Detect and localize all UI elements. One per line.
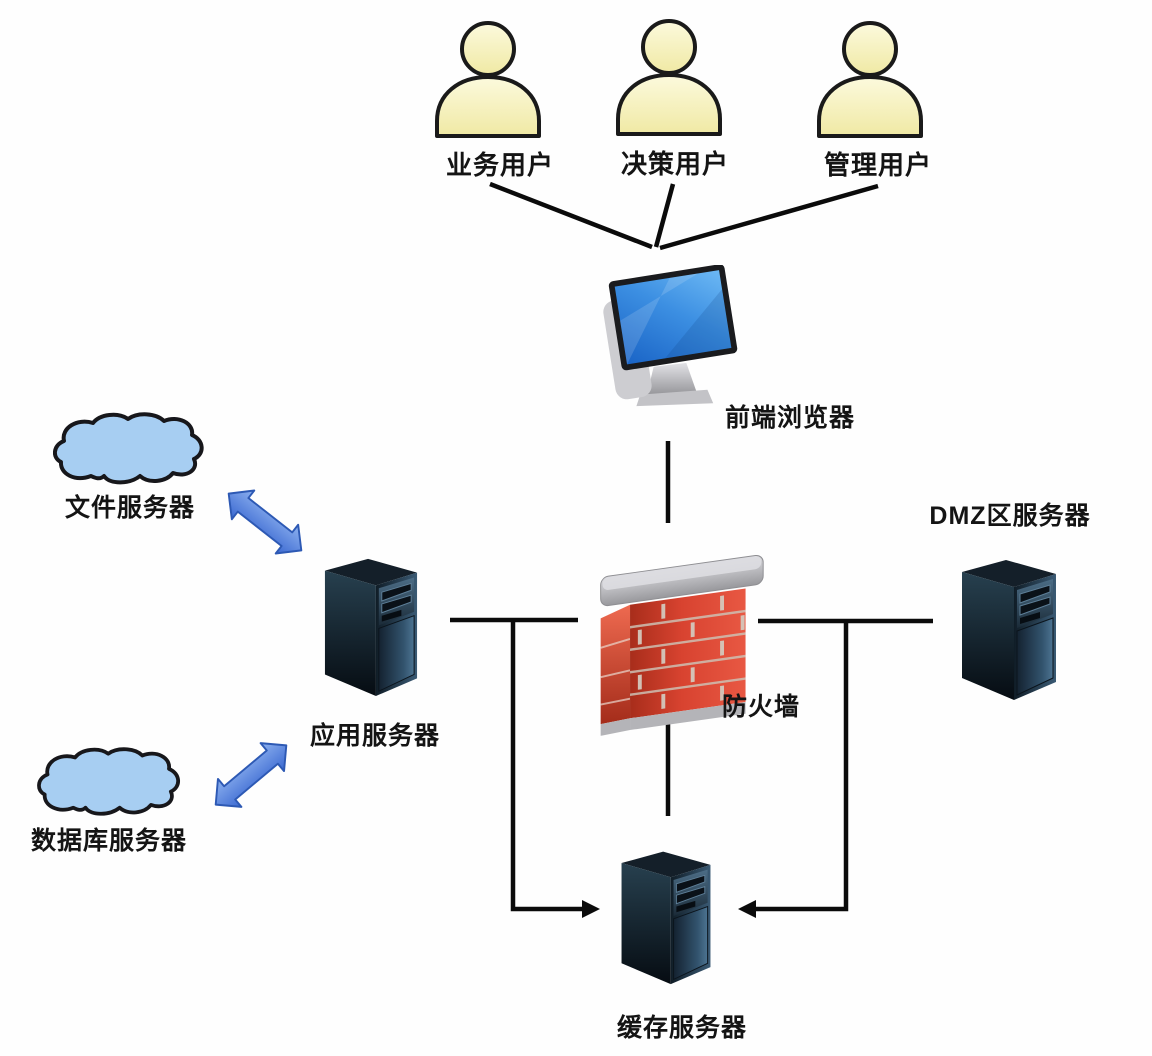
arrowhead-right-into-cache	[738, 900, 756, 918]
edge-appserver-cache	[510, 620, 584, 912]
business-user-icon	[432, 20, 544, 138]
dmz-server-icon	[956, 553, 1062, 703]
browser-label: 前端浏览器	[724, 404, 856, 432]
edge-decision-user-browser	[653, 183, 676, 248]
file-server-label: 文件服务器	[64, 494, 196, 522]
db-server-cloud-icon	[35, 747, 191, 821]
admin-user-icon	[814, 20, 926, 138]
cache-server-label: 缓存服务器	[616, 1014, 748, 1042]
app-server-icon	[318, 553, 424, 698]
db-server-label: 数据库服务器	[30, 827, 188, 855]
edge-dmz-cache	[754, 621, 849, 912]
edge-business-user-browser	[489, 181, 653, 250]
decision-user-icon	[613, 18, 725, 136]
arrowhead-left-into-cache	[582, 900, 600, 918]
edge-admin-user-browser	[659, 183, 879, 251]
decision-user-label: 决策用户	[620, 149, 730, 179]
dmz-server-label: DMZ区服务器	[929, 502, 1091, 530]
browser-monitor-icon	[598, 263, 742, 411]
cache-server-icon	[613, 846, 719, 986]
app-server-label: 应用服务器	[309, 722, 441, 750]
file-server-cloud-icon	[52, 412, 214, 490]
firewall-label: 防火墙	[721, 693, 801, 721]
business-user-label: 业务用户	[445, 150, 555, 180]
admin-user-label: 管理用户	[823, 150, 933, 180]
